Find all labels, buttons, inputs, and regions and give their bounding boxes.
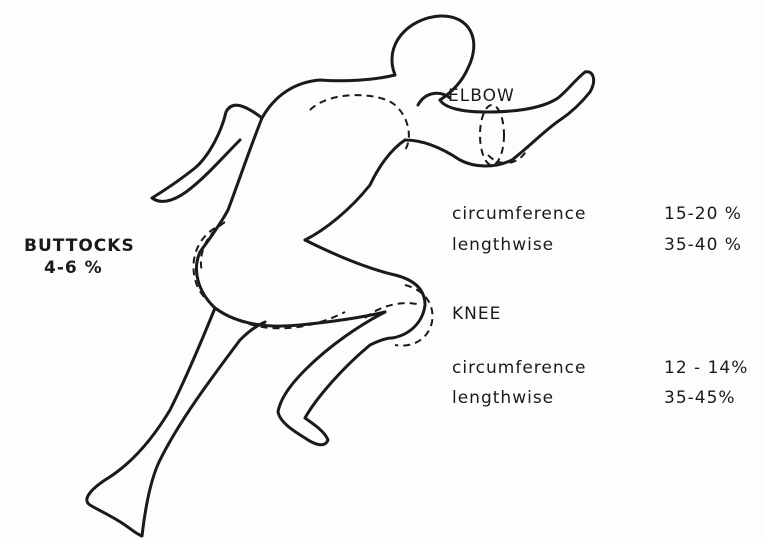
buttocks-value: 4-6 % <box>44 260 103 277</box>
knee-lengthwise-label: lengthwise <box>452 390 554 407</box>
knee-circumference-value: 12 - 14% <box>664 360 748 377</box>
elbow-circumference-label: circumference <box>452 206 586 223</box>
knee-label: KNEE <box>452 306 501 323</box>
back-leg-outline <box>87 308 265 536</box>
elbow-circumference-value: 15-20 % <box>664 206 742 223</box>
rear-arm-outline <box>152 105 262 201</box>
belly-outline <box>305 140 405 240</box>
elbow-dashed-region <box>480 105 504 165</box>
shoulder-dashed-outline <box>310 95 409 150</box>
back-outline <box>200 75 395 252</box>
elbow-lengthwise-label: lengthwise <box>452 237 554 254</box>
buttocks-label: BUTTOCKS <box>24 238 135 255</box>
elbow-label: ELBOW <box>448 88 515 105</box>
knee-lengthwise-value: 35-45% <box>664 390 736 407</box>
buttocks-dashed-outline <box>193 228 345 328</box>
front-shin-outline <box>278 312 392 445</box>
knee-circumference-label: circumference <box>452 360 586 377</box>
elbow-lengthwise-value: 35-40 % <box>664 237 742 254</box>
